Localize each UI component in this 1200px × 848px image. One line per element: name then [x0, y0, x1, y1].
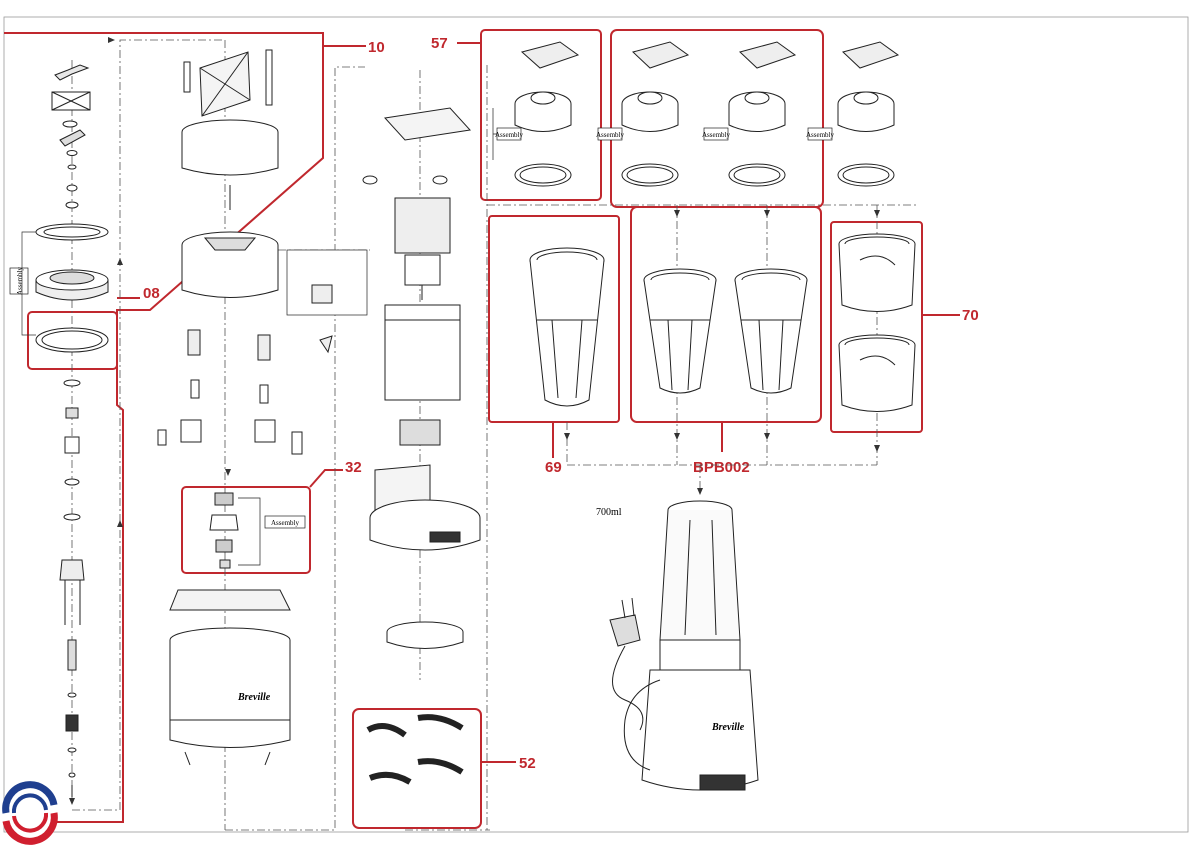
- power-switch-bracket: [286, 249, 368, 354]
- motor-base-brand: Breville: [237, 692, 271, 703]
- svg-text:Assembly: Assembly: [806, 131, 835, 139]
- box-08: [27, 311, 118, 370]
- callout-52: 52: [519, 755, 536, 772]
- assembly-tag-1: Assembly: [9, 267, 29, 296]
- svg-text:Assembly: Assembly: [596, 131, 625, 139]
- callout-70: 70: [962, 307, 979, 324]
- assembly-tag-4: Assembly: [596, 127, 625, 141]
- cup-bpb002-b: [734, 268, 808, 394]
- callout-boxes: [4, 29, 923, 829]
- svg-text:Assembly: Assembly: [702, 131, 731, 139]
- motor-unit: [362, 107, 471, 446]
- bowls-70: [838, 233, 916, 412]
- feet-set: [366, 714, 464, 785]
- assembly-tag-6: Assembly: [806, 127, 835, 141]
- svg-text:Assembly: Assembly: [271, 519, 300, 527]
- svg-text:Assembly: Assembly: [16, 267, 24, 296]
- page-frame: [3, 16, 1189, 833]
- large-cup-69: [529, 247, 605, 407]
- callout-bpb002: BPB002: [693, 459, 750, 476]
- lid-assembly-bpb002-a: [621, 41, 690, 187]
- callout-10: 10: [368, 39, 385, 56]
- callout-leaders: [117, 42, 960, 763]
- box-32: [181, 486, 311, 574]
- lid-assembly-bpb002-b: [728, 41, 797, 187]
- box-52: [352, 708, 482, 829]
- assembled-blender: [609, 500, 759, 791]
- box-bpb002-cups: [630, 206, 822, 423]
- assembly-bracket-1: [21, 231, 36, 336]
- cup-bpb002-a: [643, 268, 717, 394]
- fan-housing: [369, 464, 481, 649]
- coupling-assembly: [209, 492, 261, 569]
- callout-69: 69: [545, 459, 562, 476]
- callout-57: 57: [431, 35, 448, 52]
- assembled-blender-brand: Breville: [711, 722, 745, 733]
- lid-assembly-right: [837, 41, 900, 187]
- assembly-tag-5: Assembly: [702, 127, 731, 141]
- svg-text:Assembly: Assembly: [495, 131, 524, 139]
- interlock-parts: [157, 329, 303, 455]
- capacity-label: 700ml: [596, 507, 622, 518]
- box-57: [480, 29, 602, 201]
- box-70: [830, 221, 923, 433]
- guide-arrows: [69, 37, 880, 805]
- callout-32: 32: [345, 459, 362, 476]
- blade-housing-group: [181, 49, 279, 298]
- motor-base: [169, 589, 291, 766]
- assembly-tag-2: Assembly: [264, 515, 306, 529]
- lid-assembly-57: [492, 41, 580, 187]
- publisher-logo: [2, 781, 58, 845]
- assembly-tag-3: Assembly: [495, 127, 524, 141]
- blade-shaft-stack: [35, 64, 109, 797]
- callout-08: 08: [143, 285, 160, 302]
- region-10-outline: [4, 32, 324, 823]
